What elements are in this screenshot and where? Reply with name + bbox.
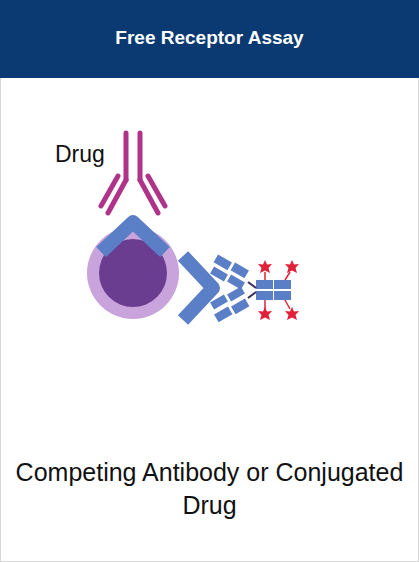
caption-text: Competing Antibody or Conjugated Drug: [10, 456, 409, 522]
header-title: Free Receptor Assay: [0, 27, 419, 49]
drug-label: Drug: [55, 141, 105, 168]
